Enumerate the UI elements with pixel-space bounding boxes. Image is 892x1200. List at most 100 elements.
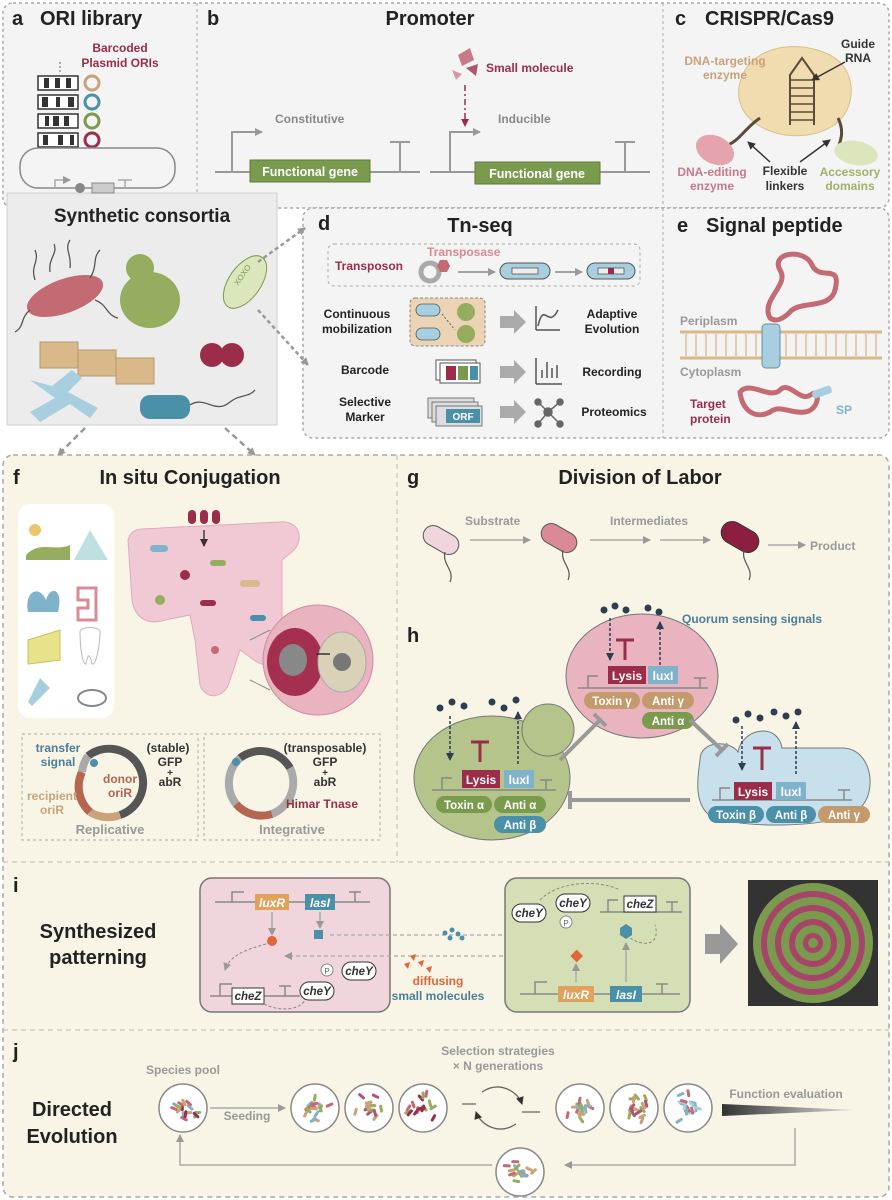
substrate-label: Substrate: [465, 514, 521, 528]
evolved-dish-1: [555, 1083, 605, 1133]
panel-c-title: CRISPR/Cas9: [705, 8, 834, 30]
dish-cell: [306, 1100, 314, 1108]
selection-cycle-icon: [462, 1086, 540, 1130]
dish-cell: [364, 1100, 373, 1105]
labor-cell-1: [422, 525, 460, 583]
anti-gamma-label: Anti γ: [652, 696, 685, 708]
luxr-label-right: luxR: [563, 988, 589, 1002]
las-signal-cluster: [442, 927, 465, 941]
proteomics-network-icon: [534, 398, 564, 428]
dish-cell: [170, 1106, 178, 1111]
panel-a-letter: a: [12, 8, 24, 30]
anti-alpha-label-gamma: Anti α: [652, 716, 685, 728]
target-protein: [737, 385, 820, 418]
adaptive-label-2: Evolution: [585, 322, 640, 336]
anti-alpha-label: Anti α: [504, 800, 537, 812]
periplasm-protein: [765, 251, 839, 323]
dish-cell: [676, 1092, 685, 1097]
integrative-box: [203, 733, 381, 841]
dish-cell: [192, 1111, 200, 1119]
dish-cell: [583, 1105, 588, 1114]
dish-cell: [684, 1107, 689, 1116]
dish-cell: [512, 1171, 520, 1178]
dish-cell: [627, 1111, 632, 1120]
proteomics-label: Proteomics: [581, 405, 647, 419]
cell-alpha-dna: [432, 777, 556, 791]
dna-targeting-label-1: DNA-targeting: [684, 54, 765, 68]
flexible-linker-left: [727, 116, 761, 147]
function-gradient-wedge: [722, 1104, 855, 1116]
dish-cell: [634, 1109, 643, 1116]
panel-j-title-1: Directed: [32, 1099, 112, 1121]
lysis-label-gamma: Lysis: [612, 669, 643, 683]
phospho-left-label: P: [324, 967, 329, 976]
consortia-arrow-d2: [257, 309, 309, 366]
panel-a-label-2: Plasmid ORIs: [81, 56, 159, 70]
selective-arrow: [500, 400, 526, 424]
linker-pointer-right: [799, 139, 831, 163]
dish-cell: [427, 1099, 433, 1108]
lux-signal-cluster: [404, 954, 432, 973]
continuous-cell-4: [457, 325, 475, 343]
habitat-icons: [26, 524, 108, 707]
consortia-title: Synthetic consortia: [54, 206, 231, 227]
dish-cell: [631, 1095, 636, 1104]
lysis-label-alpha: Lysis: [466, 773, 497, 787]
panel-b-letter: b: [207, 8, 219, 30]
dish-cell: [633, 1093, 640, 1101]
inhibit-alpha-to-gamma: [558, 712, 608, 762]
chey-pill-left-2: [341, 961, 377, 981]
barcode-icon: [435, 359, 481, 384]
anti-gamma-pill: [642, 692, 694, 709]
chez-label-right: cheZ: [627, 899, 655, 911]
selection-label-2: × N generations: [453, 1059, 544, 1073]
labor-cell-3: [720, 521, 760, 581]
panel-b-title: Promoter: [386, 8, 475, 30]
signal-peptide: [812, 385, 832, 399]
dish-cell: [585, 1098, 591, 1107]
lysis-box-alpha: [462, 770, 500, 788]
dish-cell: [577, 1112, 586, 1116]
dish-cell: [514, 1163, 521, 1171]
plus-label-2: +: [322, 768, 328, 779]
dish-cell: [413, 1108, 420, 1116]
right-las-protein: [620, 924, 632, 939]
dish-cell: [530, 1168, 537, 1175]
selective-label-2: Marker: [345, 410, 385, 424]
luxr-label-left: luxR: [259, 896, 285, 910]
continuous-flow: [441, 313, 456, 331]
small-molecule-label: Small molecule: [486, 61, 574, 75]
recording-bars-icon: [535, 358, 562, 385]
replicative-box: [21, 733, 199, 841]
dish-cell: [305, 1106, 312, 1114]
consortia-arrow-d1: [257, 226, 306, 264]
chey-label-left-1: cheY: [303, 986, 332, 998]
dish-cell: [353, 1107, 358, 1116]
dish-cell: [675, 1117, 683, 1124]
dish-cell: [430, 1114, 437, 1122]
left-luxr-protein: [267, 936, 277, 946]
toxin-alpha-pill: [436, 796, 492, 813]
anti-beta-label-alpha: Anti β: [504, 820, 537, 832]
cell-gamma-dna: [578, 675, 708, 689]
dish-cell: [640, 1102, 647, 1110]
dish-cell: [310, 1101, 319, 1106]
lysis-box-gamma: [608, 666, 646, 684]
membrane-bilayer: [680, 330, 882, 360]
donor-label-2: oriR: [108, 786, 132, 800]
intermediates-label: Intermediates: [610, 514, 688, 528]
flexible-linkers-label-2: linkers: [766, 179, 805, 193]
gfp-label-1: GFP: [158, 755, 183, 769]
sp-label: SP: [836, 403, 852, 417]
dish-cell: [429, 1104, 437, 1111]
guide-rna-label-1: Guide: [841, 37, 875, 51]
accessory-domain: [834, 140, 878, 166]
abr-label-1: abR: [159, 775, 182, 789]
dish-cell: [410, 1100, 416, 1109]
panel-a-title: ORI library: [40, 8, 143, 30]
transposase-label: Transposase: [427, 245, 501, 259]
panel-i-title-2: patterning: [49, 947, 147, 969]
zoom-line-2: [249, 679, 271, 691]
guide-rna-label-2: RNA: [845, 51, 871, 65]
barcode-arrow: [500, 360, 526, 384]
